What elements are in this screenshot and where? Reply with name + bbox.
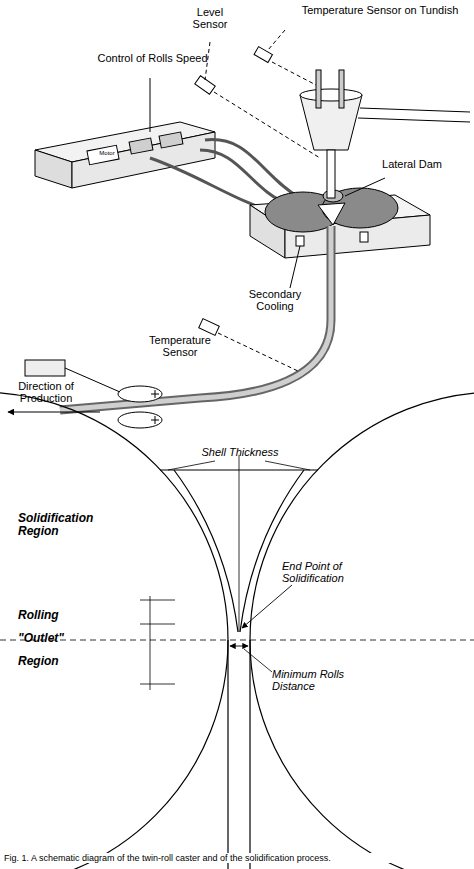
roll-outline [0, 392, 228, 869]
part-label: Rolling "Outlet" Region [18, 604, 86, 672]
drive-unit [25, 360, 65, 376]
tundish-temperature-sensor [254, 47, 272, 63]
dimension-tick [140, 624, 175, 625]
horizontal-axis [0, 640, 474, 641]
part-label: Control of Rolls Speed [95, 52, 210, 64]
caster-illustration [8, 30, 470, 428]
tundish-rim [300, 89, 362, 101]
roll-outline [250, 392, 474, 869]
control-cabinet-front [35, 150, 72, 188]
sensor-beam [272, 62, 316, 85]
part-label: Direction of Production [6, 380, 86, 405]
sensor-beam [214, 92, 320, 158]
drive-cable [200, 150, 290, 205]
feed-pipe [358, 108, 470, 122]
nozzle [327, 150, 335, 198]
strip-temperature-sensor [199, 319, 220, 336]
plus-sign [151, 390, 159, 424]
part-label: Temperature Sensor [140, 334, 220, 359]
end-point-arrow [242, 585, 292, 628]
temperature-probe [316, 70, 321, 108]
roll-pool [318, 203, 345, 225]
part-label: Temperature Sensor on Tundish [290, 4, 470, 16]
dimension-line [150, 596, 151, 690]
part-label: Lateral Dam [382, 158, 442, 170]
gap-arrow [230, 646, 248, 647]
part-label: Solidification Region [18, 512, 118, 539]
temperature-probe [339, 70, 344, 108]
control-cabinet-side [72, 132, 215, 188]
dimension-tick [140, 684, 175, 685]
sensor-beam [268, 30, 285, 50]
center-line [239, 455, 240, 632]
part-label: Minimum Rolls Distance [272, 668, 362, 693]
shell-front [174, 470, 238, 632]
shell-leader [168, 461, 215, 470]
cast-strip [60, 226, 331, 410]
cooling-nozzle [360, 232, 368, 242]
shell-front [240, 470, 304, 632]
direction-arrow [8, 412, 100, 413]
gap-leader [244, 649, 272, 672]
dimension-tick [140, 600, 175, 601]
figure-caption: Fig. 1. A schematic diagram of the twin-… [4, 853, 474, 863]
control-module [129, 138, 153, 154]
strip-edge [227, 640, 228, 869]
meniscus-line [160, 469, 318, 470]
sensor-beam [218, 333, 300, 372]
part-label: Shell Thickness [185, 446, 295, 458]
part-label: End Point of Solidification [282, 560, 402, 585]
control-leader [150, 78, 151, 132]
part-label: Level Sensor [182, 6, 238, 31]
tundish [300, 95, 362, 150]
cooling-nozzle [296, 236, 304, 246]
solidification-section [0, 392, 474, 869]
strip-edge [249, 640, 250, 869]
dam-leader [345, 178, 385, 196]
cast-strip-core [60, 226, 331, 410]
part-label: Motor [92, 150, 122, 157]
part-label: Secondary Cooling [240, 288, 310, 313]
shell-leader [265, 461, 310, 470]
cooling-leader [290, 246, 300, 288]
control-module [159, 132, 183, 148]
